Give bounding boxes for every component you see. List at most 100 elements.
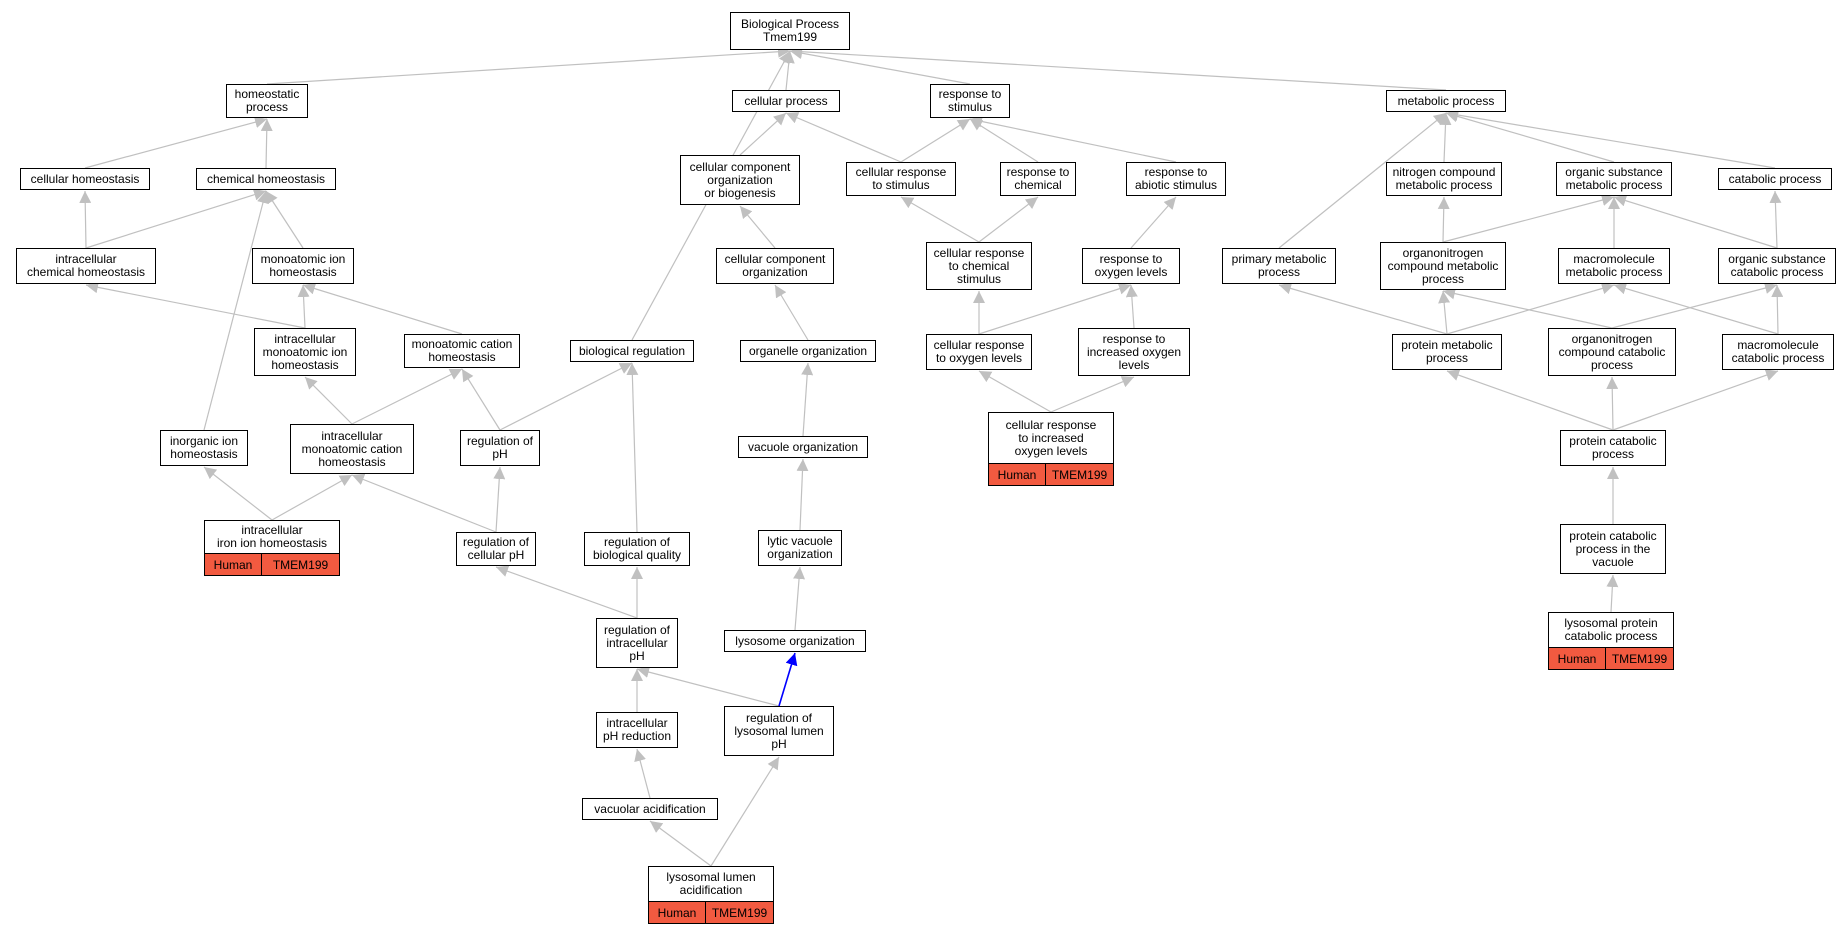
edge-homeo-to-bp bbox=[266, 45, 791, 85]
node-vac-org[interactable]: vacuole organization bbox=[738, 436, 868, 458]
node-mono-cat-homeo[interactable]: monoatomic cation homeostasis bbox=[404, 334, 520, 368]
node-cell-homeo[interactable]: cellular homeostasis bbox=[20, 168, 150, 190]
edge-orgN_metab-to-org_sub_metab bbox=[1442, 194, 1615, 243]
node-prot-catab-vac[interactable]: protein catabolic process in the vacuole bbox=[1560, 524, 1666, 574]
edge-prot_catab-to-prot_metab bbox=[1446, 369, 1614, 431]
edge-cell_resp_chem-to-cell_resp_stim bbox=[900, 196, 980, 243]
gene-label[interactable]: TMEM199 bbox=[1051, 467, 1108, 482]
node-cell-resp-stim[interactable]: cellular response to stimulus bbox=[846, 162, 956, 196]
node-prot-catab[interactable]: protein catabolic process bbox=[1560, 430, 1666, 466]
node-metab[interactable]: metabolic process bbox=[1386, 90, 1506, 112]
edge-macro_catab-to-org_sub_catab bbox=[1771, 284, 1784, 335]
node-resp-oxy[interactable]: response to oxygen levels bbox=[1082, 248, 1180, 284]
node-intra-ph-red[interactable]: intracellular pH reduction bbox=[596, 712, 678, 748]
edge-cell_resp_stim-to-cellproc bbox=[785, 112, 902, 163]
node-resp-abiotic[interactable]: response to abiotic stimulus bbox=[1126, 162, 1226, 196]
edge-reg_ph-to-bio_reg bbox=[499, 362, 633, 431]
node-reg-lyso-ph[interactable]: regulation of lysosomal lumen pH bbox=[724, 706, 834, 756]
edge-resp_chem-to-resp_stim bbox=[969, 118, 1039, 163]
edge-org_sub_catab-to-catab bbox=[1769, 190, 1782, 249]
node-lytic-vac-org[interactable]: lytic vacuole organization bbox=[758, 530, 842, 566]
edge-reg_intra_ph-to-reg_cell_ph bbox=[495, 565, 638, 619]
edge-org_sub_catab-to-org_sub_metab bbox=[1613, 194, 1778, 249]
node-vac-acid[interactable]: vacuolar acidification bbox=[582, 798, 718, 820]
edge-intra_mono_ion_homeo-to-intra_chem_homeo bbox=[85, 281, 306, 329]
node-reg-intra-ph[interactable]: regulation of intracellular pH bbox=[596, 618, 678, 668]
node-org-sub-catab[interactable]: organic substance catabolic process bbox=[1718, 248, 1836, 284]
edge-vac_acid-to-intra_ph_red bbox=[634, 748, 651, 799]
node-reg-cell-ph[interactable]: regulation of cellular pH bbox=[456, 532, 536, 566]
edge-lyso_lumen_acid-to-reg_lyso_ph bbox=[710, 756, 780, 867]
node-chem-homeo[interactable]: chemical homeostasis bbox=[196, 168, 336, 190]
node-org-sub-metab[interactable]: organic substance metabolic process bbox=[1556, 162, 1672, 196]
node-intra-mono-ion-homeo[interactable]: intracellular monoatomic ion homeostasis bbox=[254, 328, 356, 376]
edge-intra_mono_cat_homeo-to-mono_cat_homeo bbox=[351, 368, 463, 425]
edge-orgN_catab-to-org_sub_catab bbox=[1611, 282, 1778, 329]
species-label: Human bbox=[989, 464, 1046, 485]
edge-vac_org-to-organelle_org bbox=[801, 362, 814, 437]
node-prim-metab[interactable]: primary metabolic process bbox=[1222, 248, 1336, 284]
node-lyso-org[interactable]: lysosome organization bbox=[724, 630, 866, 652]
edge-intra_chem_homeo-to-cell_homeo bbox=[79, 190, 92, 249]
edge-cell_resp_inc_oxy-to-cell_resp_oxy bbox=[978, 370, 1052, 413]
node-mono-ion-homeo[interactable]: monoatomic ion homeostasis bbox=[252, 248, 354, 284]
edge-cell_resp_inc_oxy-to-resp_inc_oxy bbox=[1050, 376, 1135, 413]
edge-intra_iron_homeo-to-intra_mono_cat_homeo bbox=[271, 474, 353, 521]
node-resp-inc-oxy[interactable]: response to increased oxygen levels bbox=[1078, 328, 1190, 376]
edge-prot_metab-to-orgN_metab bbox=[1438, 290, 1451, 335]
edge-mono_ion_homeo-to-chem_homeo bbox=[265, 190, 304, 249]
edge-org_sub_metab-to-metab bbox=[1445, 110, 1615, 163]
node-cell-resp-chem[interactable]: cellular response to chemical stimulus bbox=[926, 242, 1032, 290]
gene-label[interactable]: TMEM199 bbox=[1611, 651, 1668, 666]
edge-cell_resp_stim-to-resp_stim bbox=[900, 118, 971, 163]
edge-ccob-to-cellproc bbox=[739, 112, 787, 156]
edge-prot_metab-to-macro_metab bbox=[1446, 282, 1615, 335]
node-homeo[interactable]: homeostatic process bbox=[226, 84, 308, 118]
node-macro-metab[interactable]: macromolecule metabolic process bbox=[1558, 248, 1670, 284]
node-macro-catab[interactable]: macromolecule catabolic process bbox=[1722, 334, 1834, 370]
node-cell-resp-inc-oxy[interactable]: cellular response to increased oxygen le… bbox=[988, 412, 1114, 464]
node-lyso-lumen-acid[interactable]: lysosomal lumen acidification bbox=[648, 866, 774, 902]
edge-cell_homeo-to-homeo bbox=[84, 116, 268, 169]
node-intra-iron-homeo[interactable]: intracellular iron ion homeostasis bbox=[204, 520, 340, 554]
edge-lytic_vac_org-to-vac_org bbox=[796, 458, 809, 531]
node-orgN-catab[interactable]: organonitrogen compound catabolic proces… bbox=[1548, 328, 1676, 376]
edge-prot_catab-to-macro_catab bbox=[1612, 369, 1779, 431]
edge-lyso_org-to-lytic_vac_org bbox=[793, 566, 806, 631]
edge-lyso_prot_catab-to-prot_catab_vac bbox=[1606, 574, 1619, 613]
edge-intra_iron_homeo-to-inorg_ion_homeo bbox=[203, 466, 273, 521]
edge-resp_abiotic-to-resp_stim bbox=[969, 115, 1177, 163]
gene-label[interactable]: TMEM199 bbox=[272, 557, 329, 572]
node-reg-bio-qual[interactable]: regulation of biological quality bbox=[584, 532, 690, 566]
species-label: Human bbox=[205, 554, 262, 575]
node-resp-chem[interactable]: response to chemical bbox=[1000, 162, 1076, 196]
node-bp[interactable]: Biological Process Tmem199 bbox=[730, 12, 850, 50]
node-reg-ph[interactable]: regulation of pH bbox=[460, 430, 540, 466]
node-ccob[interactable]: cellular component organization or bioge… bbox=[680, 155, 800, 205]
node-cco[interactable]: cellular component organization bbox=[716, 248, 834, 284]
node-nitro-metab[interactable]: nitrogen compound metabolic process bbox=[1386, 162, 1502, 196]
node-lyso-prot-catab[interactable]: lysosomal protein catabolic process bbox=[1548, 612, 1674, 648]
node-intra-chem-homeo[interactable]: intracellular chemical homeostasis bbox=[16, 248, 156, 284]
node-catab[interactable]: catabolic process bbox=[1718, 168, 1832, 190]
edge-reg_ph-to-mono_cat_homeo bbox=[461, 368, 501, 431]
node-resp-stim[interactable]: response to stimulus bbox=[930, 84, 1010, 118]
edge-reg_bio_qual-to-bio_reg bbox=[626, 362, 639, 533]
edge-metab-to-bp bbox=[789, 45, 1447, 91]
node-orgN-metab[interactable]: organonitrogen compound metabolic proces… bbox=[1380, 242, 1506, 290]
node-organelle-org[interactable]: organelle organization bbox=[740, 340, 876, 362]
annotation-row: Human TMEM199 bbox=[204, 554, 340, 576]
edge-reg_lyso_ph-to-reg_intra_ph bbox=[636, 666, 780, 707]
node-bio-reg[interactable]: biological regulation bbox=[570, 340, 694, 362]
edge-prot_metab-to-prim_metab bbox=[1278, 282, 1448, 335]
edge-reg_cell_ph-to-reg_ph bbox=[493, 466, 506, 533]
node-prot-metab[interactable]: protein metabolic process bbox=[1392, 334, 1502, 370]
node-inorg-ion-homeo[interactable]: inorganic ion homeostasis bbox=[160, 430, 248, 466]
edge-catab-to-metab bbox=[1445, 109, 1776, 169]
gene-label[interactable]: TMEM199 bbox=[711, 905, 768, 920]
node-cellproc[interactable]: cellular process bbox=[732, 90, 840, 112]
node-intra-mono-cat-homeo[interactable]: intracellular monoatomic cation homeosta… bbox=[290, 424, 414, 474]
node-cell-resp-oxy[interactable]: cellular response to oxygen levels bbox=[926, 334, 1032, 370]
